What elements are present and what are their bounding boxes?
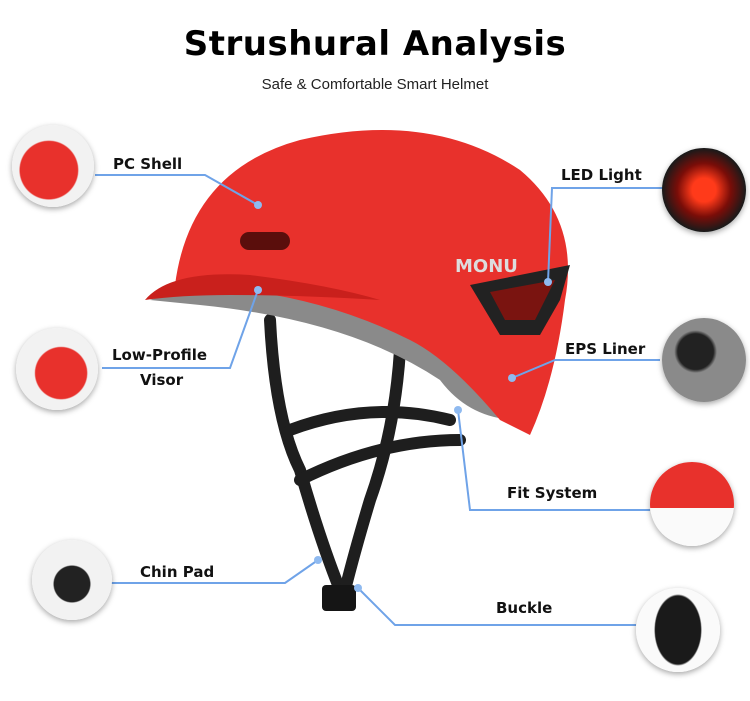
page-subtitle: Safe & Comfortable Smart Helmet xyxy=(261,76,489,93)
label-visor-line2: Visor xyxy=(140,371,184,389)
brand-logo: MONU xyxy=(455,256,518,277)
label-chin-pad: Chin Pad xyxy=(140,563,215,581)
visor xyxy=(145,274,380,300)
buckle-thumbnail xyxy=(636,588,720,672)
vent xyxy=(240,232,290,250)
page-title: Strushural Analysis xyxy=(183,24,567,64)
pc-shell xyxy=(175,130,568,435)
chin-pad-thumbnail xyxy=(32,540,112,620)
buckle-part xyxy=(322,585,356,611)
label-buckle: Buckle xyxy=(496,599,553,617)
callout-dots xyxy=(254,201,552,592)
label-fit-system: Fit System xyxy=(507,484,598,502)
led-light-thumbnail xyxy=(662,148,746,232)
label-visor-line1: Low-Profile xyxy=(112,346,208,364)
pc-shell-thumbnail xyxy=(12,125,94,207)
fit-system-thumbnail xyxy=(650,462,734,546)
label-pc-shell: PC Shell xyxy=(113,155,183,173)
visor-thumbnail xyxy=(16,328,98,410)
callout-lines xyxy=(95,174,665,626)
eps-liner-thumbnail xyxy=(662,318,746,402)
label-eps-liner: EPS Liner xyxy=(565,340,646,358)
helmet-straps xyxy=(264,314,466,596)
label-led-light: LED Light xyxy=(561,166,642,184)
